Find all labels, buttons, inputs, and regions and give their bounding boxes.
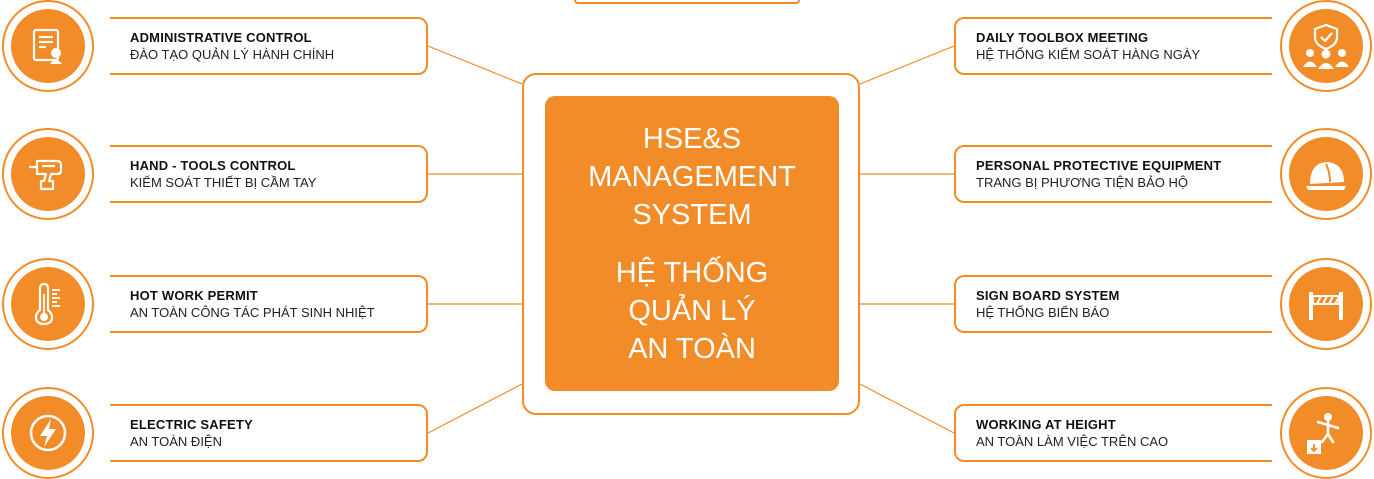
- item-subtitle: AN TOÀN CÔNG TÁC PHÁT SINH NHIỆT: [130, 305, 375, 320]
- badge-hot-work-permit: [2, 258, 94, 350]
- item-subtitle: HỆ THỐNG BIỂN BÁO: [976, 305, 1110, 320]
- item-title: PERSONAL PROTECTIVE EQUIPMENT: [976, 158, 1222, 173]
- team-shield-icon: [1303, 23, 1349, 69]
- item-daily-toolbox-meeting: DAILY TOOLBOX MEETING HỆ THỐNG KIỂM SOÁT…: [954, 17, 1272, 75]
- top-stub-box: [574, 0, 800, 4]
- item-title: DAILY TOOLBOX MEETING: [976, 30, 1149, 45]
- fall-protection-icon: [1307, 413, 1340, 454]
- item-subtitle: KIỂM SOÁT THIẾT BỊ CẦM TAY: [130, 175, 317, 190]
- hard-hat-icon: [1306, 162, 1346, 190]
- certificate-icon: [32, 28, 62, 64]
- item-hot-work-permit: HOT WORK PERMIT AN TOÀN CÔNG TÁC PHÁT SI…: [110, 275, 428, 333]
- drill-icon: [29, 159, 63, 191]
- item-sign-board-system: SIGN BOARD SYSTEM HỆ THỐNG BIỂN BÁO: [954, 275, 1272, 333]
- item-working-at-height: WORKING AT HEIGHT AN TOÀN LÀM VIỆC TRÊN …: [954, 404, 1272, 462]
- badge-personal-protective-equipment: [1280, 128, 1372, 220]
- connector-line: [859, 45, 955, 85]
- item-subtitle: TRANG BỊ PHƯƠNG TIỆN BẢO HỘ: [976, 175, 1188, 190]
- center-card: HSE&S MANAGEMENT SYSTEM HỆ THỐNG QUẢN LÝ…: [545, 96, 839, 391]
- item-title: HOT WORK PERMIT: [130, 288, 258, 303]
- item-title: WORKING AT HEIGHT: [976, 417, 1116, 432]
- item-subtitle: AN TOÀN LÀM VIỆC TRÊN CAO: [976, 434, 1169, 449]
- center-title-en: HSE&S MANAGEMENT SYSTEM: [588, 122, 796, 231]
- badge-administrative-control: [2, 0, 94, 92]
- item-electric-safety: ELECTRIC SAFETY AN TOÀN ĐIỆN: [110, 404, 428, 462]
- connector-line: [427, 383, 523, 434]
- item-title: ELECTRIC SAFETY: [130, 417, 253, 432]
- item-title: SIGN BOARD SYSTEM: [976, 288, 1120, 303]
- item-personal-protective-equipment: PERSONAL PROTECTIVE EQUIPMENT TRANG BỊ P…: [954, 145, 1272, 203]
- item-subtitle: AN TOÀN ĐIỆN: [130, 434, 222, 449]
- item-title: ADMINISTRATIVE CONTROL: [130, 30, 312, 45]
- barrier-icon: [1309, 292, 1343, 320]
- item-administrative-control: ADMINISTRATIVE CONTROL ĐÀO TẠO QUẢN LÝ H…: [110, 17, 428, 75]
- connector-line: [859, 383, 955, 434]
- item-title: HAND - TOOLS CONTROL: [130, 158, 296, 173]
- badge-hand-tools-control: [2, 128, 94, 220]
- item-hand-tools-control: HAND - TOOLS CONTROL KIỂM SOÁT THIẾT BỊ …: [110, 145, 428, 203]
- connector-line: [427, 45, 523, 85]
- thermometer-icon: [34, 282, 60, 326]
- center-title-vi: HỆ THỐNG QUẢN LÝ AN TOÀN: [615, 256, 769, 365]
- badge-daily-toolbox-meeting: [1280, 0, 1372, 92]
- badge-working-at-height: [1280, 387, 1372, 479]
- item-subtitle: ĐÀO TẠO QUẢN LÝ HÀNH CHÍNH: [130, 47, 335, 62]
- badge-sign-board-system: [1280, 258, 1372, 350]
- lightning-icon: [29, 414, 67, 452]
- badge-electric-safety: [2, 387, 94, 479]
- item-subtitle: HỆ THỐNG KIỂM SOÁT HÀNG NGÀY: [976, 47, 1201, 62]
